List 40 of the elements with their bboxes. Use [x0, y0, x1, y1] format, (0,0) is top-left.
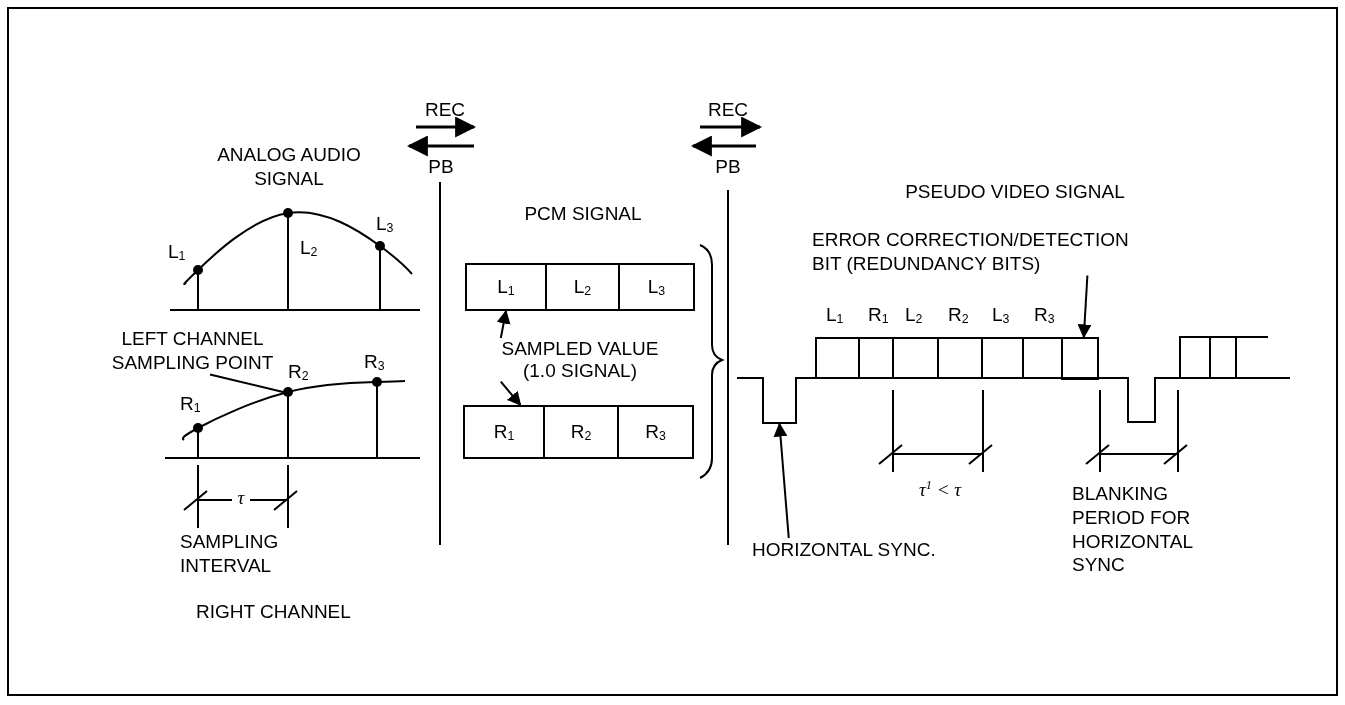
signal-title: PCM SIGNAL [524, 202, 642, 226]
bit-label: L$_{1}$ [826, 303, 844, 328]
pcm-data-cell: L$_{3}$ [618, 263, 695, 311]
sample-label: L$_{3}$ [376, 212, 394, 237]
signal-title: PSEUDO VIDEO SIGNAL [905, 180, 1125, 204]
sample-point-dot [283, 387, 293, 397]
bit-label: R$_{1}$ [868, 303, 889, 328]
pcm-data-cell: R$_{1}$ [463, 405, 545, 459]
bit-label: L$_{3}$ [992, 303, 1010, 328]
sample-label: R$_{1}$ [180, 392, 201, 417]
mode-label: PB [428, 155, 454, 179]
caption-text: SAMPLING INTERVAL [180, 530, 280, 578]
pcm-data-cell: R$_{3}$ [617, 405, 694, 459]
redundancy-bit-cell [1061, 337, 1099, 380]
mode-label: PB [715, 155, 741, 179]
caption-text: RIGHT CHANNEL [196, 600, 351, 624]
sync-pulse [762, 377, 797, 424]
signal-title: ANALOG AUDIO SIGNAL [216, 143, 362, 191]
pcm-data-cell: L$_{1}$ [465, 263, 547, 311]
sample-label: R$_{3}$ [364, 350, 385, 375]
callout-text: HORIZONTAL SYNC. [752, 538, 936, 562]
sample-label: R$_{2}$ [288, 360, 309, 385]
callout-text: ERROR CORRECTION/DETECTION BIT (REDUNDANCY BITS) [812, 228, 1152, 276]
pcm-data-cell: L$_{2}$ [545, 263, 620, 311]
sample-label: L$_{1}$ [168, 240, 186, 265]
mode-label: REC [707, 98, 749, 122]
caption-text: BLANKING PERIOD FOR HORIZONTAL SYNC [1072, 482, 1194, 577]
mode-label: REC [424, 98, 466, 122]
bit-label: R$_{2}$ [948, 303, 969, 328]
arrow [499, 380, 522, 407]
bit-label: L$_{2}$ [905, 303, 923, 328]
leader-line [209, 373, 284, 393]
arrow [773, 422, 790, 539]
sample-label: L$_{2}$ [300, 236, 318, 261]
arrow [496, 309, 511, 339]
pcm-data-cell: R$_{2}$ [543, 405, 619, 459]
callout-text: SAMPLED VALUE (1.0 SIGNAL) [490, 338, 670, 382]
callout-text: LEFT CHANNEL SAMPLING POINT [105, 327, 280, 375]
bit-label: R$_{3}$ [1034, 303, 1055, 328]
arrow [1077, 274, 1092, 339]
